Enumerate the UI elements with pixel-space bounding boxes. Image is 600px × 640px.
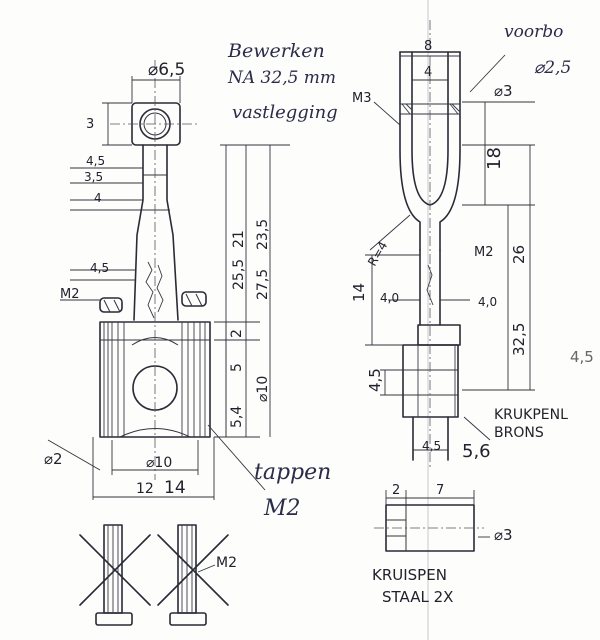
bottom-pins bbox=[79, 524, 229, 626]
dim-4-5-bottom: 4,5 bbox=[422, 439, 442, 453]
dim-top-diameter: ⌀6,5 bbox=[148, 60, 186, 80]
dim-kruispen-d3: ⌀3 bbox=[494, 526, 513, 544]
dim-width-4: 4 bbox=[424, 65, 433, 80]
note-voorbo-diameter: ⌀2,5 bbox=[534, 58, 572, 78]
label-kruispen: KRUISPEN bbox=[372, 566, 447, 584]
note-bewerken-line1: Bewerken bbox=[228, 40, 325, 62]
dim-12: 12 bbox=[136, 481, 154, 497]
note-bewerken-line3: vastlegging bbox=[232, 102, 338, 123]
dim-4-5-mid: 4,5 bbox=[90, 261, 110, 275]
dim-phi2: ⌀2 bbox=[44, 450, 63, 468]
note-tappen-m2: M2 bbox=[264, 496, 301, 521]
dim-m2-left: M2 bbox=[60, 287, 80, 302]
dim-4-5-top: 4,5 bbox=[86, 154, 106, 168]
dim-kruispen-7: 7 bbox=[436, 483, 445, 498]
dim-kruispen-2: 2 bbox=[392, 483, 401, 498]
dim-d3-right: ⌀3 bbox=[494, 82, 513, 100]
dim-27-5: 27,5 bbox=[255, 268, 271, 300]
dim-4: 4 bbox=[94, 191, 102, 205]
dim-26: 26 bbox=[510, 244, 528, 264]
dim-3-5: 3,5 bbox=[84, 170, 104, 184]
dim-21: 21 bbox=[231, 230, 247, 248]
left-view-connecting-rod bbox=[99, 60, 211, 480]
dim-5-6: 5,6 bbox=[462, 441, 491, 462]
dim-4-0-left: 4,0 bbox=[380, 291, 400, 305]
label-krukpen: KRUKPENL bbox=[494, 407, 568, 423]
label-staal-2x: STAAL 2X bbox=[382, 588, 454, 606]
dim-4-0-right: 4,0 bbox=[478, 295, 498, 309]
dim-d10-horizontal: ⌀10 bbox=[146, 455, 173, 471]
dim-4-5-collar: 4,5 bbox=[366, 368, 384, 392]
dim-23-5: 23,5 bbox=[255, 218, 271, 250]
note-tappen: tappen bbox=[254, 460, 332, 485]
dim-14: 14 bbox=[164, 478, 186, 498]
dim-2: 2 bbox=[229, 329, 245, 338]
dim-32-5: 32,5 bbox=[510, 322, 528, 356]
dim-5-4: 5,4 bbox=[229, 405, 245, 428]
note-voorbo: voorbo bbox=[504, 22, 564, 42]
dim-m3: M3 bbox=[352, 91, 372, 106]
right-view-fork bbox=[399, 20, 461, 470]
dim-d10-vertical: ⌀10 bbox=[255, 375, 271, 402]
dim-25-5: 25,5 bbox=[231, 258, 247, 290]
left-view-dimension-lines bbox=[47, 76, 290, 500]
dim-14-right: 14 bbox=[350, 282, 368, 302]
dim-eye-height: 3 bbox=[86, 117, 95, 132]
dim-m2-bottom: M2 bbox=[216, 555, 237, 571]
dim-m2-right: M2 bbox=[474, 245, 494, 260]
note-bewerken-line2: NA 32,5 mm bbox=[228, 68, 337, 88]
dim-5: 5 bbox=[229, 363, 245, 372]
right-view-dimension-lines bbox=[365, 54, 535, 451]
edge-value: 4,5 bbox=[570, 348, 594, 366]
dim-18: 18 bbox=[484, 147, 505, 170]
label-brons: BRONS bbox=[494, 425, 544, 441]
kruispen-part bbox=[374, 490, 490, 552]
dim-width-8: 8 bbox=[424, 39, 433, 54]
